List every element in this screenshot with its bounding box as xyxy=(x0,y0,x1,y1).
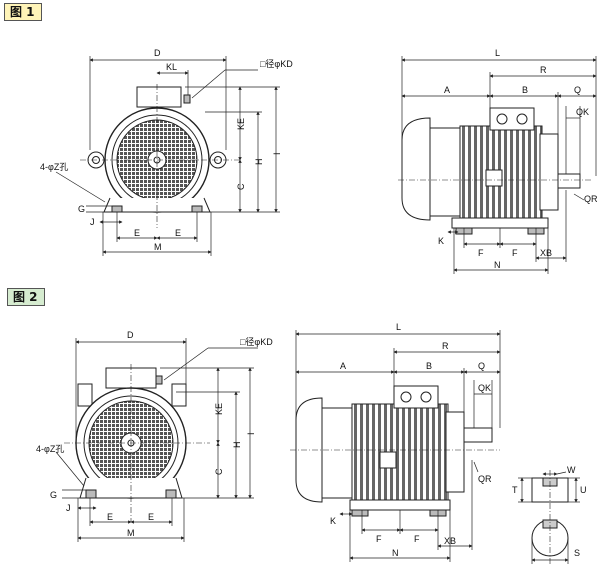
fig1-label-B: B xyxy=(522,85,528,95)
fig2-shaft-dims xyxy=(518,471,580,564)
fig2-label-H: H xyxy=(232,442,242,449)
fig2-label-M: M xyxy=(127,528,135,538)
fig1-label-R: R xyxy=(540,65,547,75)
fig1-label-KL: KL xyxy=(166,62,177,72)
fig2-label-L: L xyxy=(396,322,401,332)
fig1-side-dims xyxy=(401,56,597,274)
fig2-label-Z: 4-φZ孔 xyxy=(36,444,64,454)
fig1-label-KE: KE xyxy=(236,118,246,130)
fig1-label-L: L xyxy=(495,48,500,58)
fig1-label-E1: E xyxy=(134,228,140,238)
fig2-label-E2: E xyxy=(148,512,154,522)
fig2-side-dims xyxy=(295,330,501,562)
fig2-label-N: N xyxy=(392,548,399,558)
fig1-shaft xyxy=(557,173,581,189)
fig2-label-S: S xyxy=(574,548,580,558)
fig2-label-T: T xyxy=(512,485,518,495)
fig2-label-KD: □径φKD xyxy=(240,336,273,347)
fig1-label-A: A xyxy=(444,85,450,95)
fig2-label-K: K xyxy=(330,516,336,526)
fig1-label-K: K xyxy=(438,236,444,246)
fig1-label-G: G xyxy=(78,204,85,214)
fig2-side-labels: L R A B Q QK QR K F F N XB xyxy=(330,322,492,558)
fig2-shaft-key-detail xyxy=(531,470,569,564)
fig1-label-C: C xyxy=(236,183,246,190)
fig1-label-Z: 4-φZ孔 xyxy=(40,162,68,172)
fig1-label-KD: □径φKD xyxy=(260,58,293,69)
fig2-label-R: R xyxy=(442,341,449,351)
fig2-front-labels: D □径φKD KE H I C 4-φZ孔 G J E E M xyxy=(36,330,273,538)
fig1-label-I: I xyxy=(272,152,282,155)
fig2-label-G: G xyxy=(50,490,57,500)
fig1-front-labels: D KL □径φKD KE H I C 4-φZ孔 G J E E M xyxy=(40,48,293,252)
fig1-terminal-box xyxy=(136,86,182,108)
fig1-label-N: N xyxy=(494,260,501,270)
fig1-fan-cover xyxy=(401,117,431,221)
fig2-label-I: I xyxy=(246,432,256,435)
fig1-label-E2: E xyxy=(175,228,181,238)
fig1-label-F1: F xyxy=(478,248,484,258)
fig1-label-F2: F xyxy=(512,248,518,258)
fig1-label-D: D xyxy=(154,48,161,58)
fig1-front-view xyxy=(80,84,240,228)
fig2-label-A: A xyxy=(340,361,346,371)
fig2-front-view xyxy=(64,364,210,522)
fig1-label-QR: QR xyxy=(584,194,598,204)
fig2-front-dims xyxy=(55,338,258,542)
figure-1-tag: 图 1 xyxy=(4,3,42,21)
fig2-label-U: U xyxy=(580,485,587,495)
fig1-label-H: H xyxy=(254,159,264,166)
fig2-label-QK: QK xyxy=(478,383,491,393)
fig2-side-view xyxy=(290,385,500,517)
fig2-label-QR: QR xyxy=(478,474,492,484)
fig2-shaft xyxy=(463,427,493,443)
fig1-label-M: M xyxy=(154,242,162,252)
fig2-label-F1: F xyxy=(376,534,382,544)
fig1-front-dims xyxy=(55,56,280,256)
fig1-label-Q: Q xyxy=(574,85,581,95)
fig1-side-labels: L R A B Q QK QR K F F N XB xyxy=(438,48,598,270)
fig1-label-QK: QK xyxy=(576,107,589,117)
fig2-label-E1: E xyxy=(107,512,113,522)
fig2-label-B: B xyxy=(426,361,432,371)
fig2-shaft-labels: W T U S xyxy=(512,465,587,558)
fig2-label-C: C xyxy=(214,468,224,475)
fig2-finned-body xyxy=(351,403,449,501)
fig1-label-XB: XB xyxy=(540,248,552,258)
figure-2-tag: 图 2 xyxy=(7,288,45,306)
fig1-label-J: J xyxy=(90,217,95,227)
fig1-side-view xyxy=(398,107,592,235)
fig2-label-W: W xyxy=(567,465,576,475)
fig2-label-J: J xyxy=(66,503,71,513)
fig2-label-D: D xyxy=(127,330,134,340)
fig2-label-Q: Q xyxy=(478,361,485,371)
fig2-label-KE: KE xyxy=(214,403,224,415)
fig2-label-XB: XB xyxy=(444,536,456,546)
fig2-label-F2: F xyxy=(414,534,420,544)
